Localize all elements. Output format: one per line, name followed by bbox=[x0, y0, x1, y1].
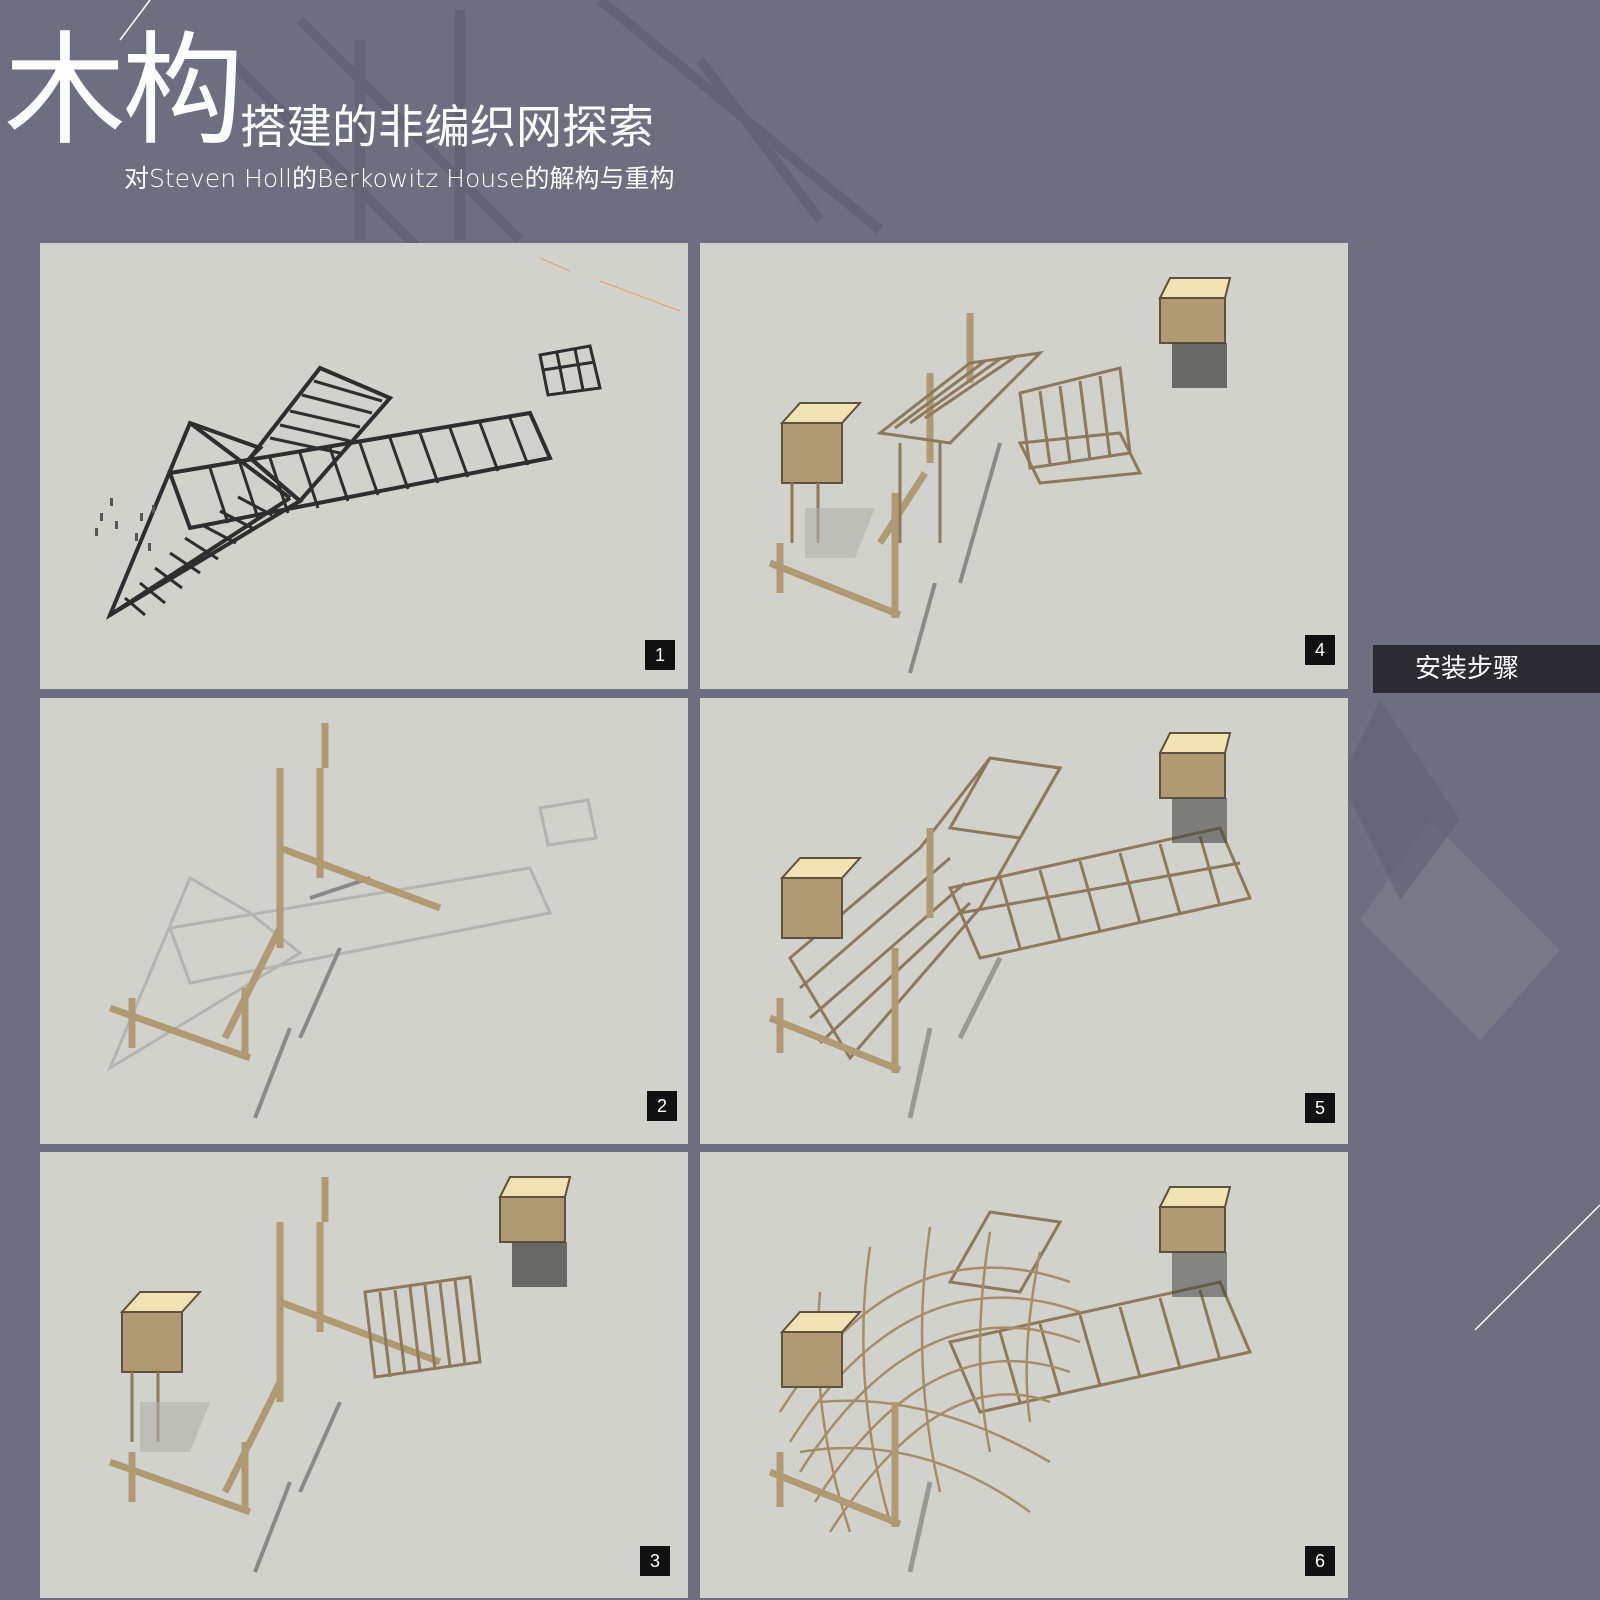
step-panel-2: 2 bbox=[40, 698, 688, 1144]
step-number-badge: 1 bbox=[645, 640, 675, 670]
subtitle: 对Steven Holl的Berkowitz House的解构与重构 bbox=[124, 164, 675, 193]
step-number-badge: 4 bbox=[1305, 635, 1335, 665]
step-number-badge: 2 bbox=[647, 1091, 677, 1121]
install-steps-label: 安装步骤 bbox=[1373, 645, 1600, 693]
title-rest: 搭建的非编织网探索 bbox=[240, 100, 654, 154]
step-panel-6: 6 bbox=[700, 1152, 1348, 1598]
step-2-illustration bbox=[106, 723, 598, 1119]
step-4-illustration bbox=[768, 277, 1232, 674]
step-panel-1: 1 bbox=[40, 243, 688, 689]
step-panel-4: 4 bbox=[700, 243, 1348, 689]
step-6-illustration bbox=[768, 1186, 1253, 1573]
step-panel-5: 5 bbox=[700, 698, 1348, 1144]
step-3-illustration bbox=[108, 1176, 572, 1573]
step-panel-3: 3 bbox=[40, 1152, 688, 1598]
step-5-illustration bbox=[768, 732, 1253, 1119]
step-number-badge: 6 bbox=[1305, 1546, 1335, 1576]
step-1-illustration bbox=[95, 257, 681, 620]
title-main: 木构 bbox=[4, 20, 244, 162]
step-number-badge: 3 bbox=[640, 1546, 670, 1576]
step-number-badge: 5 bbox=[1305, 1093, 1335, 1123]
